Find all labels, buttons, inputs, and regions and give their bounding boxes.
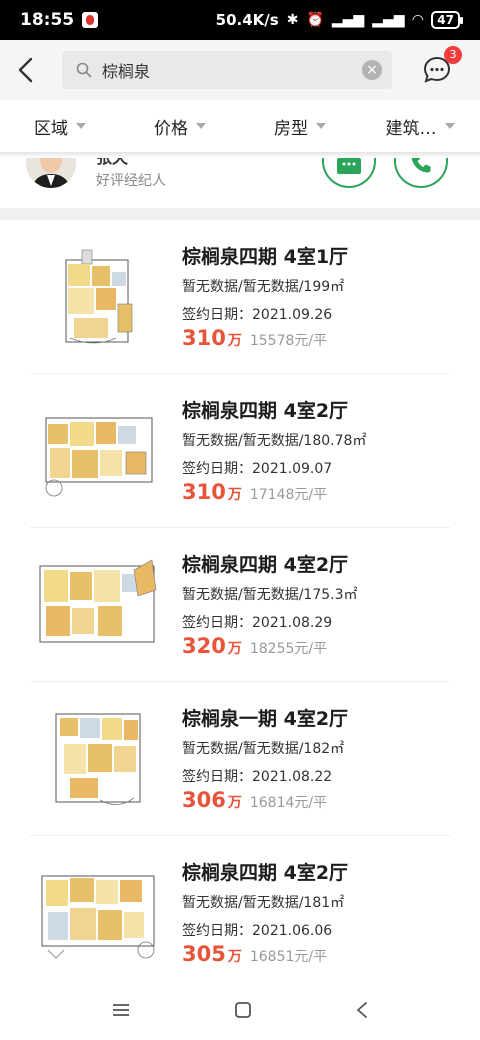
status-bar: 18:55 50.4K/s ✱ ⏰ ▂▄▆ ▂▄▆ ◠ 47 (0, 0, 480, 40)
search-input[interactable]: 棕榈泉 × (62, 51, 392, 89)
floor-plan-image (34, 550, 160, 658)
section-divider (0, 208, 480, 220)
bluetooth-icon: ✱ (286, 12, 299, 28)
listing-list: 棕榈泉四期 4室1厅 暂无数据/暂无数据/199㎡ 签约日期：2021.09.2… (0, 220, 480, 990)
caret-down-icon (76, 123, 86, 129)
search-value: 棕榈泉 (102, 62, 151, 81)
listing-meta: 暂无数据/暂无数据/199㎡ (182, 279, 345, 295)
caret-down-icon (196, 123, 206, 129)
listing-price: 310 (182, 480, 226, 504)
filter-price[interactable]: 价格 (120, 114, 240, 139)
listing-title: 棕榈泉四期 4室2厅 (182, 554, 349, 576)
chevron-left-icon (18, 57, 33, 83)
messages-button[interactable]: 3 (422, 46, 462, 85)
unit-price: 16851元/平 (249, 949, 328, 965)
filter-label: 区域 (34, 118, 68, 139)
listing-title: 棕榈泉四期 4室2厅 (182, 862, 349, 884)
message-icon (337, 158, 361, 174)
alarm-icon: ⏰ (306, 12, 324, 28)
listing-meta: 暂无数据/暂无数据/175.3㎡ (182, 587, 358, 603)
listing-date: 签约日期：2021.09.26 (182, 307, 333, 323)
signal-icon-2: ▂▄▆ (372, 12, 405, 28)
filter-bar: 区域 价格 房型 建筑… (0, 100, 480, 152)
clear-icon[interactable]: × (362, 60, 382, 80)
system-nav-bar (0, 980, 480, 1040)
listing-date: 签约日期：2021.06.06 (182, 923, 333, 939)
list-item[interactable]: 棕榈泉四期 4室2厅 暂无数据/暂无数据/175.3㎡ 签约日期：2021.08… (30, 528, 450, 682)
listing-date: 签约日期：2021.09.07 (182, 461, 333, 477)
chat-bubble-icon (423, 56, 451, 83)
list-item[interactable]: 棕榈泉一期 4室2厅 暂无数据/暂无数据/182㎡ 签约日期：2021.08.2… (30, 682, 450, 836)
listing-date: 签约日期：2021.08.22 (182, 769, 333, 785)
filter-building[interactable]: 建筑… (360, 114, 480, 139)
listing-meta: 暂无数据/暂无数据/181㎡ (182, 895, 345, 911)
search-header: 棕榈泉 × 3 (0, 40, 480, 100)
list-item[interactable]: 棕榈泉四期 4室2厅 暂无数据/暂无数据/180.78㎡ 签约日期：2021.0… (30, 374, 450, 528)
listing-date: 签约日期：2021.08.29 (182, 615, 333, 631)
floor-plan-image (34, 396, 160, 504)
listing-meta: 暂无数据/暂无数据/182㎡ (182, 741, 345, 757)
listing-price: 306 (182, 788, 226, 812)
battery-icon: 47 (431, 11, 463, 29)
home-icon[interactable] (234, 1001, 252, 1019)
caret-down-icon (444, 123, 455, 129)
price-unit: 万 (227, 487, 242, 503)
listing-title: 棕榈泉四期 4室2厅 (182, 400, 349, 422)
price-unit: 万 (227, 795, 242, 811)
listing-title: 棕榈泉一期 4室2厅 (182, 708, 349, 730)
list-item[interactable]: 棕榈泉四期 4室2厅 暂无数据/暂无数据/181㎡ 签约日期：2021.06.0… (30, 836, 450, 990)
unit-price: 17148元/平 (249, 487, 328, 503)
listing-price: 305 (182, 942, 226, 966)
message-count-badge: 3 (444, 46, 462, 64)
price-unit: 万 (227, 641, 242, 657)
filter-shadow (0, 152, 480, 158)
agent-card: 张天 好评经纪人 (0, 152, 480, 208)
listing-price: 320 (182, 634, 226, 658)
menu-icon[interactable] (111, 1002, 131, 1018)
wifi-icon: ◠ (412, 12, 424, 28)
filter-label: 建筑… (385, 118, 437, 139)
list-item[interactable]: 棕榈泉四期 4室1厅 暂无数据/暂无数据/199㎡ 签约日期：2021.09.2… (30, 220, 450, 374)
back-button[interactable] (0, 40, 50, 100)
unit-price: 16814元/平 (249, 795, 328, 811)
listing-price: 310 (182, 326, 226, 350)
floor-plan-image (34, 704, 160, 812)
floor-plan-image (34, 242, 160, 350)
signal-icon: ▂▄▆ (331, 12, 365, 28)
phone-icon (411, 154, 431, 173)
listing-title: 棕榈泉四期 4室1厅 (182, 246, 349, 268)
filter-label: 价格 (154, 118, 188, 139)
price-unit: 万 (227, 949, 242, 965)
unit-price: 15578元/平 (249, 333, 328, 349)
filter-layout[interactable]: 房型 (240, 114, 360, 139)
floor-plan-image (34, 858, 160, 966)
status-time: 18:55 (20, 10, 75, 30)
unit-price: 18255元/平 (249, 641, 328, 657)
price-unit: 万 (227, 333, 242, 349)
filter-area[interactable]: 区域 (0, 114, 120, 139)
back-nav-icon[interactable] (355, 1001, 369, 1019)
filter-label: 房型 (274, 118, 308, 139)
listing-meta: 暂无数据/暂无数据/180.78㎡ (182, 433, 367, 449)
search-icon (76, 61, 94, 79)
agent-subtitle: 好评经纪人 (96, 173, 166, 189)
app-notification-icon (82, 12, 99, 28)
caret-down-icon (316, 123, 326, 129)
network-speed: 50.4K/s (215, 11, 279, 29)
